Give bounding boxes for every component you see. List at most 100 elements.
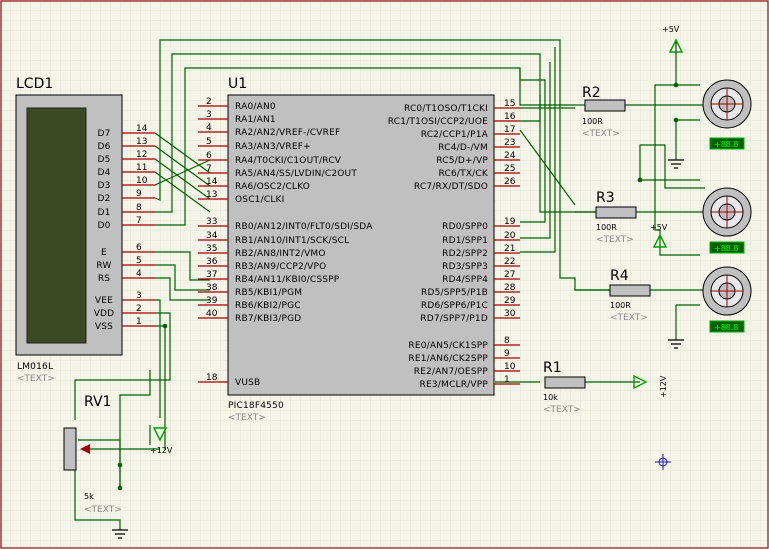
lcd-pin-num: 4 bbox=[136, 269, 142, 279]
mcu-left-pin-num: 7 bbox=[206, 164, 212, 174]
lcd-pin-num: 12 bbox=[136, 150, 147, 160]
plus12-bottom-label: +12V bbox=[150, 446, 173, 455]
mcu-right-pin-name: RD2/SPP2 bbox=[442, 249, 488, 259]
probe-text-2: +88.8 bbox=[714, 244, 739, 253]
power-plus5-top[interactable]: +5V bbox=[662, 25, 684, 55]
r1-body bbox=[544, 376, 586, 389]
mcu-left-pin-num: 4 bbox=[206, 123, 212, 133]
lcd-ref: LCD1 bbox=[16, 76, 53, 92]
lcd-pin-name-vdd: VDD bbox=[94, 309, 115, 319]
ground-motor3 bbox=[668, 339, 684, 349]
mcu-left-pin-name: RB0/AN12/INT0/FLT0/SDI/SDA bbox=[235, 222, 373, 232]
plus5-top-label: +5V bbox=[662, 25, 680, 34]
power-plus5-mid[interactable]: +5V bbox=[650, 223, 668, 248]
lcd-pin-num: 3 bbox=[136, 291, 142, 301]
lcd-pin-name-d5: D5 bbox=[97, 155, 110, 165]
mcu-text-hint: <TEXT> bbox=[228, 413, 266, 423]
mcu-left-pins: RA0/AN02RA1/AN13RA2/AN2/VREF-/CVREF4RA3/… bbox=[198, 97, 373, 388]
lcd-pin-num: 9 bbox=[136, 189, 142, 199]
lcd-pin-num: 8 bbox=[136, 203, 142, 213]
mcu-right-pin-num: 17 bbox=[504, 125, 515, 135]
lcd-pin-num: 5 bbox=[136, 256, 142, 266]
mcu-right-pin-num: 30 bbox=[504, 309, 516, 319]
mcu-right-pin-num: 10 bbox=[504, 362, 516, 372]
probe-box-3 bbox=[709, 320, 745, 333]
mcu-right-pin-name: RC1/T1OSI/CCP2/UOE bbox=[388, 117, 488, 127]
mcu-right-pin-name: RE1/AN6/CK2SPP bbox=[408, 354, 488, 364]
lcd-model: LM016L bbox=[17, 362, 53, 372]
lcd-pin-num: 1 bbox=[136, 317, 142, 327]
motor-2[interactable] bbox=[702, 187, 752, 237]
mcu-left-pin-name: RA4/T0CKI/C1OUT/RCV bbox=[235, 156, 342, 166]
mcu-left-pin-name: RB7/KBI3/PGD bbox=[235, 314, 301, 324]
lcd-pin-num: 7 bbox=[136, 216, 142, 226]
probe-text-1: +88.8 bbox=[714, 140, 739, 149]
r2-body bbox=[584, 99, 626, 112]
lcd-screen bbox=[26, 107, 87, 344]
potentiometer-rv1[interactable]: RV1 5k <TEXT> bbox=[63, 394, 160, 515]
r1-value: 10k bbox=[543, 393, 558, 402]
r3-hint: <TEXT> bbox=[596, 235, 634, 245]
mcu-left-pin-num: 37 bbox=[206, 270, 217, 280]
r2-value: 100R bbox=[582, 117, 603, 126]
mcu-ref: U1 bbox=[228, 76, 247, 92]
mcu-right-pin-name: RC7/RX/DT/SDO bbox=[414, 182, 488, 192]
lcd-pin-name-vss: VSS bbox=[95, 322, 113, 332]
cursor-marker bbox=[655, 454, 671, 470]
mcu-left-pin-name: VUSB bbox=[235, 378, 260, 388]
mcu-right-pin-name: RD1/SPP1 bbox=[442, 236, 488, 246]
mcu-left-pin-name: RA6/OSC2/CLKO bbox=[235, 182, 310, 192]
mcu-right-pin-num: 26 bbox=[504, 177, 516, 187]
lcd-pin-name-d6: D6 bbox=[97, 142, 110, 152]
r1-ref: R1 bbox=[543, 360, 562, 376]
mcu-right-pin-num: 16 bbox=[504, 112, 516, 122]
mcu-left-pin-num: 13 bbox=[206, 190, 217, 200]
mcu-left-pin-name: OSC1/CLKI bbox=[235, 195, 285, 205]
plus5-top-arrow bbox=[668, 38, 684, 53]
mcu-left-pin-num: 35 bbox=[206, 244, 217, 254]
probe-displays: +88.8 +88.8 +88.8 bbox=[709, 137, 745, 333]
motor-1[interactable] bbox=[702, 79, 752, 129]
power-plus12-bottom[interactable]: +12V bbox=[150, 427, 173, 455]
motors[interactable] bbox=[702, 79, 752, 316]
mcu-right-pin-num: 15 bbox=[504, 99, 515, 109]
mcu-left-pin-num: 38 bbox=[206, 283, 218, 293]
mcu-left-pin-num: 5 bbox=[206, 137, 212, 147]
power-plus12-r1[interactable]: +12V bbox=[633, 374, 668, 398]
mcu-right-pin-num: 24 bbox=[504, 151, 516, 161]
mcu-right-pin-num: 29 bbox=[504, 296, 516, 306]
plus12-bottom-arrow bbox=[152, 427, 168, 442]
mcu-left-pin-name: RA1/AN1 bbox=[235, 115, 276, 125]
r3-body bbox=[595, 206, 637, 219]
mcu-right-pin-name: RD6/SPP6/P1C bbox=[421, 301, 488, 311]
resistor-r3[interactable]: R3 100R <TEXT> bbox=[595, 190, 637, 245]
mcu-left-pin-num: 34 bbox=[206, 231, 218, 241]
probe-box-2 bbox=[709, 241, 745, 254]
lcd-pin-name-d4: D4 bbox=[97, 168, 110, 178]
lcd-pin-name-d3: D3 bbox=[97, 181, 110, 191]
mcu-left-pin-num: 2 bbox=[206, 97, 212, 107]
rv1-hint: <TEXT> bbox=[84, 505, 122, 515]
junctions bbox=[117, 82, 679, 491]
resistor-r4[interactable]: R4 100R <TEXT> bbox=[609, 268, 651, 323]
lcd-pin-num: 2 bbox=[136, 304, 142, 314]
mcu-right-pin-num: 25 bbox=[504, 164, 515, 174]
r2-ref: R2 bbox=[582, 85, 601, 101]
mcu-right-pin-name: RC2/CCP1/P1A bbox=[421, 130, 489, 140]
ground-lcd bbox=[112, 529, 128, 539]
lcd-pin-num: 11 bbox=[136, 163, 147, 173]
mcu-right-pin-num: 21 bbox=[504, 244, 515, 254]
mcu-right-pin-num: 9 bbox=[504, 349, 510, 359]
resistor-r2[interactable]: R2 100R <TEXT> bbox=[582, 85, 626, 139]
resistor-r1[interactable]: R1 10k <TEXT> bbox=[543, 360, 586, 415]
mcu-model: PIC18F4550 bbox=[228, 401, 284, 411]
mcu-right-pin-num: 20 bbox=[504, 231, 516, 241]
mcu-left-pin-num: 18 bbox=[206, 373, 218, 383]
motor-3[interactable] bbox=[702, 266, 752, 316]
mcu-component[interactable]: U1 PIC18F4550 <TEXT> RA0/AN02RA1/AN13RA2… bbox=[198, 76, 520, 423]
mcu-left-pin-num: 39 bbox=[206, 296, 218, 306]
